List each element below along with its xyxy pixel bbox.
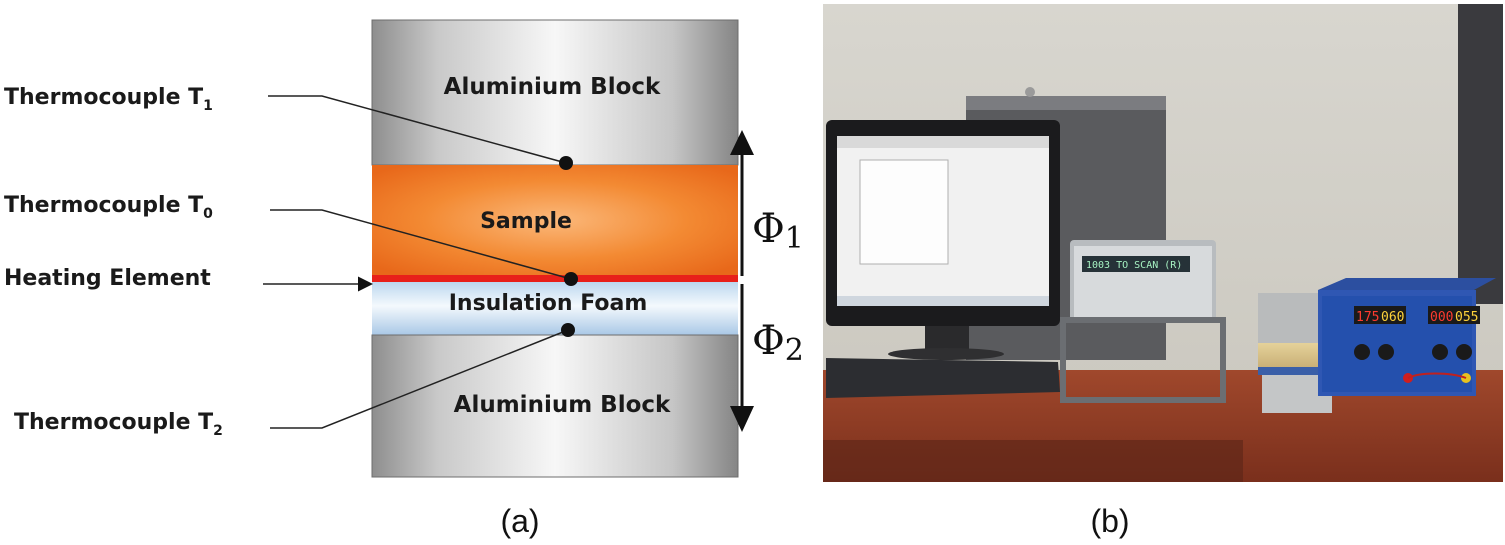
phi2-label: Φ2: [752, 318, 804, 368]
monitor-titlebar: [837, 136, 1049, 148]
caption-b: (b): [1090, 503, 1129, 539]
multimeter-stand: [1060, 317, 1226, 403]
panel-b: 1003 TO SCAN (R) 175 060 000 055: [823, 4, 1503, 539]
phi1-sub: 1: [785, 221, 804, 256]
psu-lead-wire: [1407, 372, 1467, 379]
phi1-symbol: Φ: [752, 206, 785, 252]
thermocouple-t0-dot: [564, 272, 578, 286]
phi2-arrowhead: [730, 406, 754, 432]
monitor-taskbar: [837, 296, 1049, 306]
phi2-symbol: Φ: [752, 318, 785, 364]
t0-label: Thermocouple T0: [4, 193, 213, 222]
t2-label-sub: 2: [213, 423, 223, 439]
bottom-block-label: Aluminium Block: [454, 392, 671, 418]
t0-label-text: Thermocouple T: [4, 193, 203, 218]
heating-element: [372, 275, 738, 282]
psu-display-left-bg: [1354, 306, 1406, 324]
t1-leader-line: [268, 95, 567, 164]
phi1-label: Φ1: [752, 206, 804, 256]
caption-a: (a): [500, 503, 539, 539]
phi1-arrowhead: [730, 130, 754, 155]
photo-foam: [1258, 367, 1330, 375]
top-aluminium-block: [371, 19, 739, 166]
psu-knob-1: [1354, 344, 1370, 360]
bottom-aluminium-block: [371, 334, 739, 478]
t2-label: Thermocouple T2: [14, 410, 223, 439]
insulation-foam-layer: [372, 282, 738, 335]
psu-display-right-bg: [1428, 306, 1480, 324]
t1-label-sub: 1: [203, 98, 213, 114]
phi2-sub: 2: [785, 333, 804, 368]
multimeter-display-text: 1003 TO SCAN (R): [1086, 260, 1182, 271]
multimeter-display: [1082, 256, 1190, 272]
panel-a: Aluminium Block Sample Insulation Foam A…: [4, 19, 804, 539]
t1-label: Thermocouple T1: [4, 85, 213, 114]
psu-right-current: 055: [1455, 310, 1478, 325]
computer-tower-top: [966, 96, 1166, 110]
psu-left-voltage: 175: [1356, 310, 1379, 325]
t1-label-text: Thermocouple T: [4, 85, 203, 110]
psu-knob-4: [1456, 344, 1472, 360]
psu-knob-2: [1378, 344, 1394, 360]
heater-label: Heating Element: [4, 266, 211, 291]
psu-right-voltage: 000: [1430, 310, 1453, 325]
table-shadow: [823, 440, 1243, 482]
lab-photo: 1003 TO SCAN (R) 175 060 000 055: [823, 4, 1503, 482]
monitor-window-pane: [859, 159, 949, 265]
keyboard: [826, 358, 1060, 398]
thermocouple-t2-dot: [561, 323, 575, 337]
thermocouple-t1-dot: [559, 156, 573, 170]
top-block-label: Aluminium Block: [444, 74, 661, 100]
psu-top: [1318, 278, 1496, 290]
monitor-base: [888, 348, 1004, 360]
monitor-neck: [925, 326, 969, 352]
photo-dark-edge: [1458, 4, 1503, 304]
tower-power-button: [1025, 87, 1035, 97]
t2-label-text: Thermocouple T: [14, 410, 213, 435]
layer-stack: [371, 19, 739, 478]
sample-label: Sample: [480, 209, 572, 234]
psu-knob-3: [1432, 344, 1448, 360]
foam-label: Insulation Foam: [449, 291, 648, 316]
psu-left-current: 060: [1381, 310, 1404, 325]
t0-leader-line: [270, 209, 572, 280]
t2-leader-line: [270, 329, 569, 429]
t0-label-sub: 0: [203, 206, 213, 222]
sample-layer: [372, 165, 738, 275]
